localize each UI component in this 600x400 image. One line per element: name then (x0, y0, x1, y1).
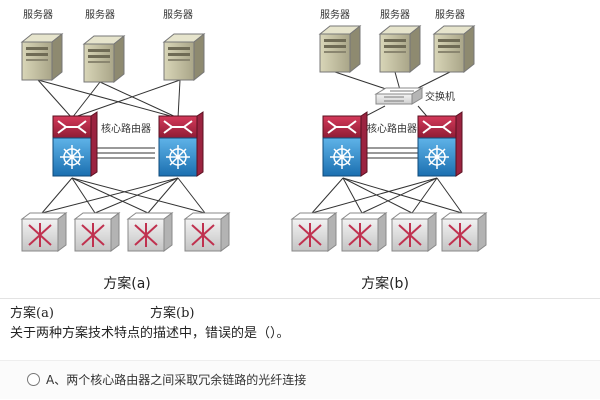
diagram-b: 服务器 服务器 服务器 (290, 8, 488, 292)
question-text: 关于两种方案技术特点的描述中，错误的是（）。 (10, 326, 290, 341)
edge-router-icon (183, 212, 231, 252)
server-label-b3: 服务器 (435, 8, 465, 21)
server-icon (432, 24, 476, 74)
core-router-icon (417, 111, 463, 177)
switch-label-b: 交换机 (425, 90, 455, 103)
divider (0, 298, 600, 299)
edge-router-icon (126, 212, 174, 252)
server-label-b1: 服务器 (320, 8, 350, 21)
core-router-icon (158, 111, 204, 177)
edge-router-icon (440, 212, 488, 252)
diagram-a: 服务器 服务器 服务器 (20, 8, 231, 292)
core-router-icon (322, 111, 368, 177)
server-icon (318, 24, 362, 74)
edge-router-icon (290, 212, 338, 252)
sublabel-a: 方案(a) (10, 306, 54, 321)
edge-router-icon (73, 212, 121, 252)
server-label-a3: 服务器 (163, 8, 193, 21)
server-icon (162, 32, 206, 82)
caption-a: 方案(a) (103, 275, 151, 292)
sublabel-b: 方案(b) (150, 306, 195, 321)
option-a[interactable]: A、两个核心路由器之间采取冗余链路的光纤连接 (0, 360, 600, 399)
server-icon (20, 32, 64, 82)
radio-button[interactable] (27, 373, 40, 386)
server-label-b2: 服务器 (380, 8, 410, 21)
caption-b: 方案(b) (361, 275, 409, 292)
core-router-icon (52, 111, 98, 177)
server-label-a2: 服务器 (85, 8, 115, 21)
edge-router-icon (390, 212, 438, 252)
router-label-b: 核心路由器 (367, 122, 417, 135)
edge-router-icon (340, 212, 388, 252)
edge-router-icon (20, 212, 68, 252)
router-label-a: 核心路由器 (101, 122, 151, 135)
option-a-text: A、两个核心路由器之间采取冗余链路的光纤连接 (46, 373, 307, 387)
network-diagrams: 服务器 服务器 服务器 (20, 8, 488, 292)
server-icon (82, 34, 126, 84)
links-a (37, 79, 206, 214)
server-icon (378, 24, 422, 74)
switch-icon (374, 87, 424, 105)
server-label-a1: 服务器 (23, 8, 53, 21)
